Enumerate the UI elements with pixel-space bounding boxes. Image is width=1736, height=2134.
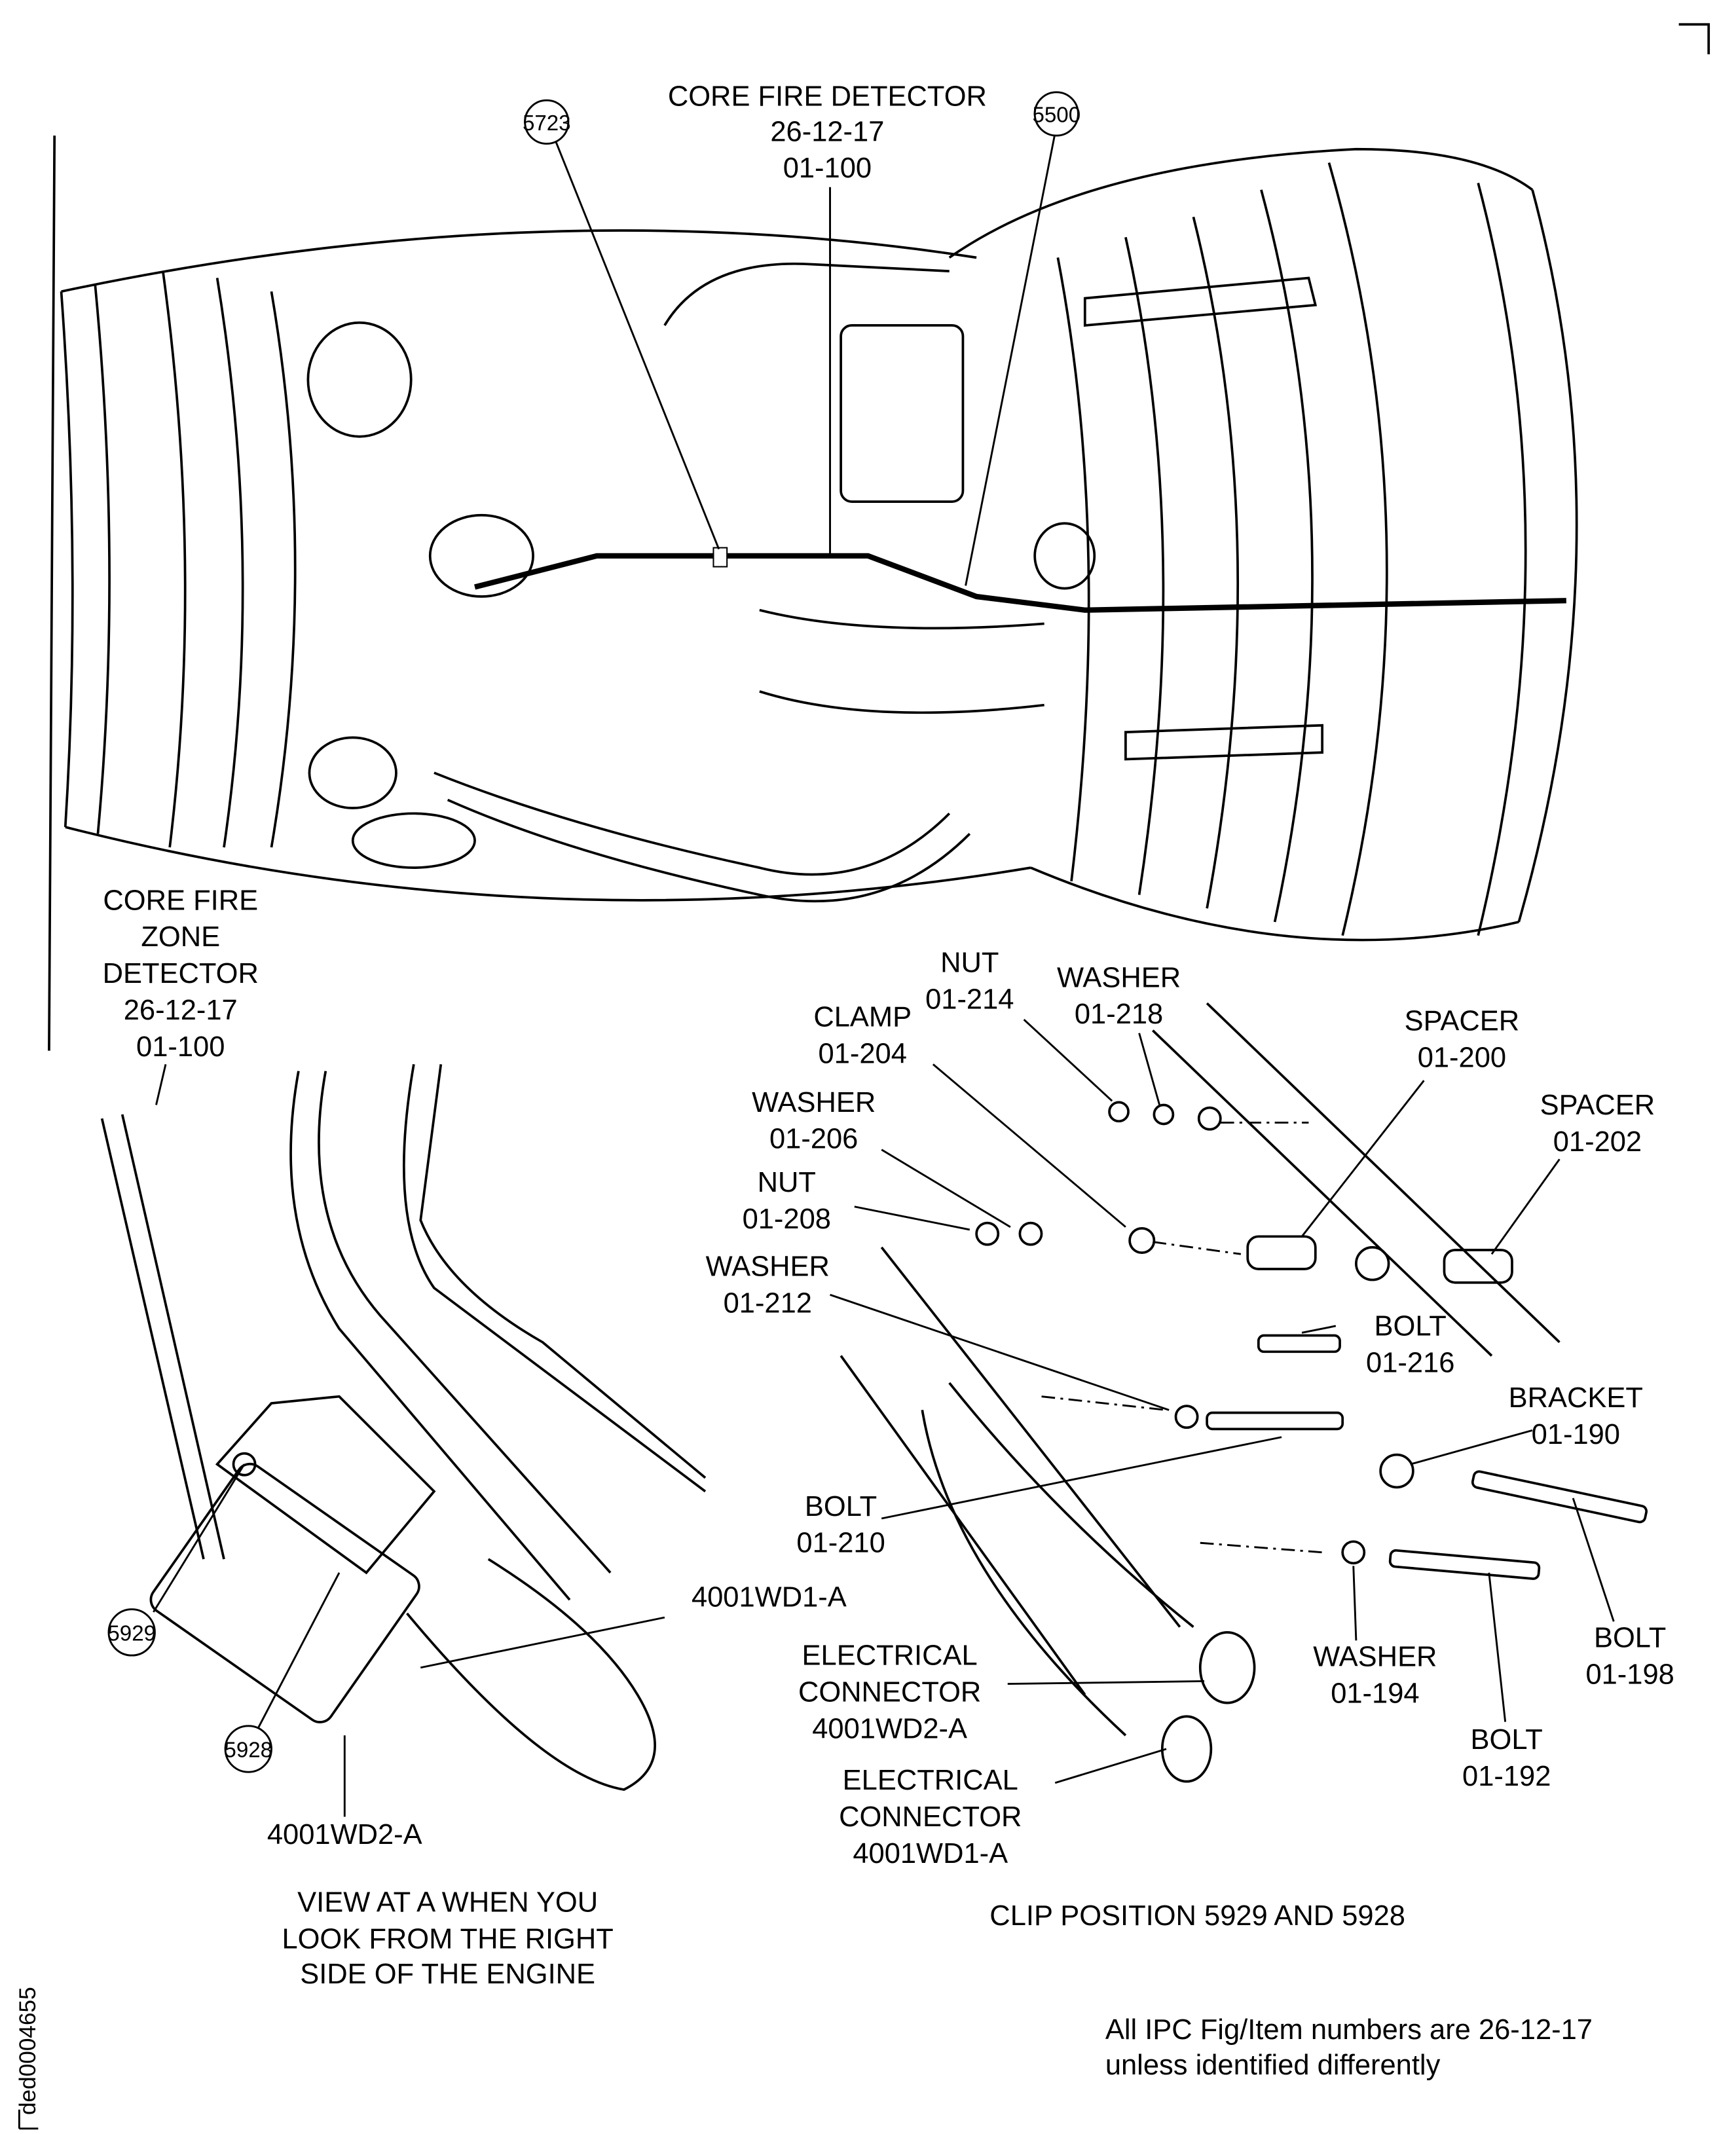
svg-text:BOLT: BOLT [1594, 1623, 1666, 1654]
svg-text:CORE FIRE: CORE FIRE [103, 885, 258, 916]
svg-text:5500: 5500 [1032, 103, 1080, 127]
svg-text:4001WD2-A: 4001WD2-A [812, 1713, 967, 1744]
top-label-line-2: 26-12-17 [770, 116, 884, 147]
svg-text:26-12-17: 26-12-17 [124, 995, 238, 1026]
part-bolt-01-192: BOLT 01-192 [1462, 1724, 1551, 1792]
svg-text:ELECTRICAL: ELECTRICAL [802, 1640, 978, 1672]
svg-text:01-210: 01-210 [796, 1528, 885, 1559]
svg-text:01-204: 01-204 [819, 1038, 907, 1069]
part-bolt-01-216: BOLT 01-216 [1366, 1310, 1454, 1378]
svg-text:5723: 5723 [523, 111, 571, 136]
svg-text:WASHER: WASHER [706, 1251, 830, 1282]
svg-text:01-208: 01-208 [743, 1204, 831, 1235]
svg-text:NUT: NUT [940, 947, 999, 979]
left-border-line [48, 136, 56, 1051]
drawing-id-corner [18, 2109, 39, 2130]
svg-text:01-216: 01-216 [1366, 1347, 1454, 1378]
part-washer-01-218: WASHER 01-218 [1057, 962, 1181, 1030]
svg-text:01-218: 01-218 [1075, 999, 1163, 1030]
svg-text:BRACKET: BRACKET [1509, 1382, 1643, 1414]
svg-text:5929: 5929 [107, 1621, 156, 1646]
corner-mark [1678, 23, 1710, 54]
svg-text:WASHER: WASHER [1057, 962, 1181, 993]
leader-lines [830, 1018, 1615, 1784]
part-connector-4001wd1-a: ELECTRICAL CONNECTOR 4001WD1-A [839, 1765, 1022, 1869]
svg-text:CONNECTOR: CONNECTOR [839, 1801, 1022, 1833]
part-bracket-01-190: BRACKET 01-190 [1509, 1382, 1643, 1450]
svg-text:BOLT: BOLT [805, 1491, 877, 1522]
svg-text:SIDE OF THE ENGINE: SIDE OF THE ENGINE [300, 1959, 595, 1990]
part-spacer-01-200: SPACER 01-200 [1405, 1006, 1520, 1074]
svg-text:VIEW AT A WHEN YOU: VIEW AT A WHEN YOU [297, 1886, 598, 1918]
part-washer-01-194: WASHER 01-194 [1313, 1642, 1437, 1710]
svg-text:01-192: 01-192 [1462, 1761, 1551, 1792]
svg-text:WASHER: WASHER [752, 1087, 876, 1118]
svg-text:01-200: 01-200 [1418, 1042, 1506, 1073]
part-nut-01-208: NUT 01-208 [743, 1167, 831, 1235]
svg-text:01-100: 01-100 [136, 1031, 225, 1063]
footnote-line-2: unless identified differently [1105, 2050, 1441, 2081]
top-label-line-1: CORE FIRE DETECTOR [668, 81, 987, 113]
part-bolt-01-210: BOLT 01-210 [796, 1491, 885, 1559]
svg-text:ELECTRICAL: ELECTRICAL [843, 1765, 1018, 1796]
part-connector-4001wd2-a: ELECTRICAL CONNECTOR 4001WD2-A [798, 1640, 981, 1745]
part-clamp-01-204: CLAMP 01-204 [813, 1001, 912, 1069]
svg-text:01-202: 01-202 [1553, 1126, 1642, 1158]
part-nut-01-214: NUT 01-214 [925, 947, 1014, 1016]
svg-text:01-198: 01-198 [1585, 1659, 1674, 1691]
callout-5928: 5928 [224, 1725, 272, 1773]
callout-5723: 5723 [523, 99, 571, 145]
svg-text:NUT: NUT [758, 1167, 816, 1198]
svg-text:LOOK FROM THE RIGHT: LOOK FROM THE RIGHT [282, 1923, 613, 1955]
svg-text:SPACER: SPACER [1405, 1006, 1520, 1037]
callout-5500: 5500 [1032, 91, 1080, 137]
label-4001wd2-a-view: 4001WD2-A [267, 1819, 422, 1850]
svg-text:BOLT: BOLT [1471, 1724, 1543, 1756]
svg-text:ZONE: ZONE [141, 921, 220, 953]
svg-text:BOLT: BOLT [1375, 1310, 1447, 1342]
detector-wire [474, 553, 1566, 613]
drawing-id: ded0004655 [15, 1987, 41, 2115]
svg-text:01-194: 01-194 [1331, 1678, 1419, 1710]
part-washer-01-206: WASHER 01-206 [752, 1087, 876, 1155]
clip-exploded-illustration [840, 1002, 1648, 1783]
svg-text:01-212: 01-212 [724, 1287, 812, 1319]
footnote-line-1: All IPC Fig/Item numbers are 26-12-17 [1105, 2014, 1593, 2046]
svg-text:4001WD1-A: 4001WD1-A [853, 1838, 1008, 1869]
view-a-illustration [100, 1064, 707, 1792]
clip-caption: CLIP POSITION 5929 AND 5928 [989, 1900, 1405, 1932]
engine-illustration [60, 147, 1578, 942]
top-label-line-3: 01-100 [783, 153, 872, 184]
svg-text:01-190: 01-190 [1532, 1419, 1620, 1450]
svg-text:5928: 5928 [224, 1738, 272, 1762]
left-label: CORE FIRE ZONE DETECTOR 26-12-17 01-100 [103, 885, 259, 1063]
svg-text:CONNECTOR: CONNECTOR [798, 1677, 981, 1708]
view-a-caption: VIEW AT A WHEN YOU LOOK FROM THE RIGHT S… [282, 1886, 613, 1990]
svg-text:01-206: 01-206 [769, 1124, 858, 1155]
part-spacer-01-202: SPACER 01-202 [1540, 1090, 1655, 1158]
part-washer-01-212: WASHER 01-212 [706, 1251, 830, 1319]
svg-text:CLAMP: CLAMP [813, 1001, 912, 1033]
clip-5723 [712, 547, 728, 568]
label-4001wd1-a-view: 4001WD1-A [692, 1582, 847, 1613]
svg-text:SPACER: SPACER [1540, 1090, 1655, 1121]
svg-text:01-214: 01-214 [925, 984, 1014, 1015]
svg-text:WASHER: WASHER [1313, 1642, 1437, 1673]
svg-text:DETECTOR: DETECTOR [103, 958, 259, 989]
callout-5929: 5929 [107, 1608, 156, 1657]
part-bolt-01-198: BOLT 01-198 [1585, 1623, 1674, 1691]
